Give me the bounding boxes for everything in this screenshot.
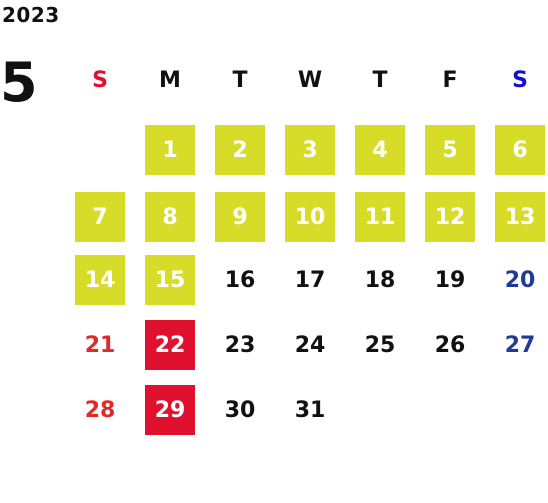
day-cell-4: 4: [355, 125, 405, 175]
day-cell-2: 2: [215, 125, 265, 175]
day-cell-16: 16: [224, 267, 256, 293]
day-cell-23: 23: [224, 332, 256, 358]
day-cell-25: 25: [364, 332, 396, 358]
weekday-sunday: S: [92, 68, 108, 93]
day-cell-17: 17: [294, 267, 326, 293]
day-cell-19: 19: [434, 267, 466, 293]
day-cell-8: 8: [145, 192, 195, 242]
day-cell-22: 22: [145, 320, 195, 370]
weekday-tuesday: T: [232, 68, 248, 93]
day-cell-29: 29: [145, 385, 195, 435]
day-cell-13: 13: [495, 192, 545, 242]
day-cell-11: 11: [355, 192, 405, 242]
day-cell-30: 30: [224, 397, 256, 423]
weekday-friday: F: [442, 68, 458, 93]
weekday-monday: M: [159, 68, 181, 93]
day-cell-28: 28: [84, 397, 116, 423]
day-cell-20: 20: [504, 267, 536, 293]
day-cell-3: 3: [285, 125, 335, 175]
weekday-thursday: T: [372, 68, 388, 93]
day-cell-18: 18: [364, 267, 396, 293]
day-cell-1: 1: [145, 125, 195, 175]
day-cell-24: 24: [294, 332, 326, 358]
day-cell-10: 10: [285, 192, 335, 242]
day-cell-26: 26: [434, 332, 466, 358]
calendar-month: 5: [0, 51, 38, 114]
day-cell-6: 6: [495, 125, 545, 175]
day-cell-31: 31: [294, 397, 326, 423]
day-cell-9: 9: [215, 192, 265, 242]
day-cell-12: 12: [425, 192, 475, 242]
day-cell-27: 27: [504, 332, 536, 358]
day-cell-7: 7: [75, 192, 125, 242]
day-cell-14: 14: [75, 255, 125, 305]
weekday-saturday: S: [512, 68, 528, 93]
day-cell-15: 15: [145, 255, 195, 305]
day-cell-5: 5: [425, 125, 475, 175]
weekday-wednesday: W: [297, 68, 323, 93]
day-cell-21: 21: [84, 332, 116, 358]
calendar-year: 2023: [2, 3, 60, 27]
